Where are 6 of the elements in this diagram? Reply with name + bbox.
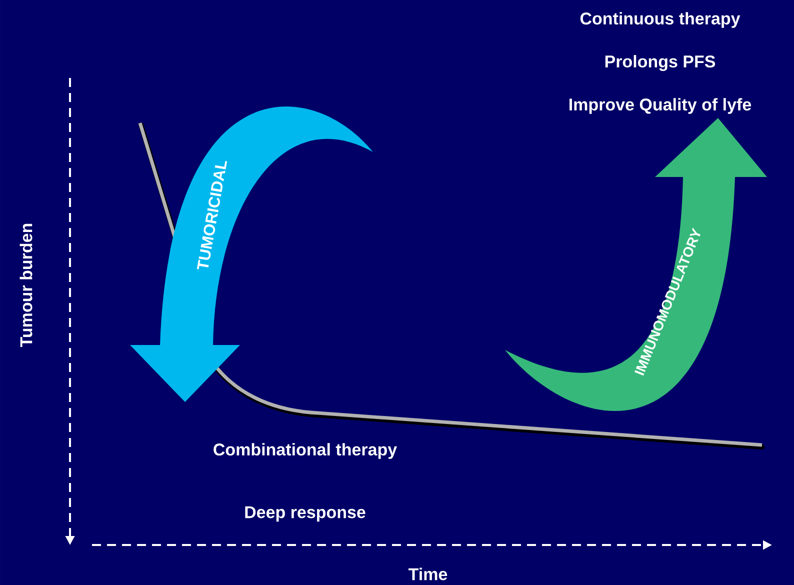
curve-label: Combinational therapy <box>214 443 397 459</box>
curve-label: Deep response <box>245 506 366 522</box>
axis-label: Time <box>408 568 448 580</box>
note-text: Prolongs PFS <box>605 55 716 71</box>
note-text: Continuous therapy <box>580 12 740 28</box>
axis-label: Tumour burden <box>20 224 32 347</box>
